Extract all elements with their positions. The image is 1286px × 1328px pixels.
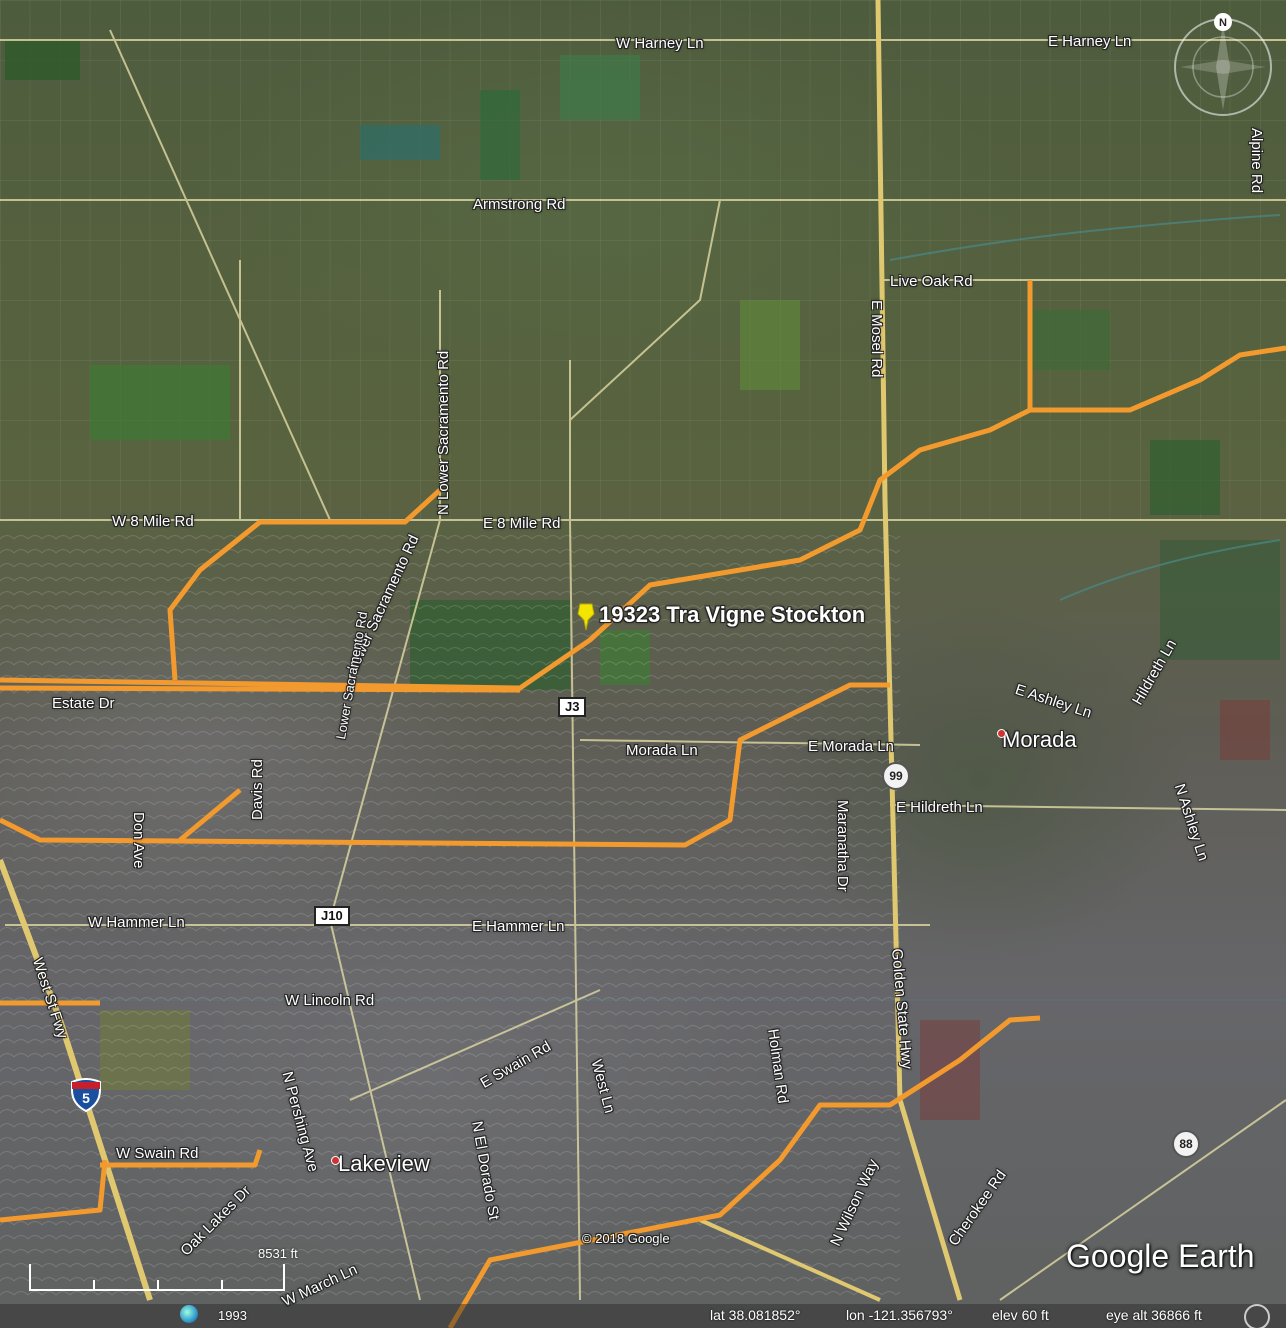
road-label-maranatha: Maranatha Dr <box>834 800 851 892</box>
road-label-morada-ln: Morada Ln <box>626 742 698 759</box>
status-bar <box>0 1304 1286 1328</box>
route-shield-99: 99 <box>882 762 910 790</box>
road-label-davis: Davis Rd <box>249 759 266 820</box>
road-label-w-hammer: W Hammer Ln <box>88 914 185 931</box>
road-label-e-hildreth: E Hildreth Ln <box>896 799 983 816</box>
road-label-e-mosel: E Mosel Rd <box>868 300 885 378</box>
interstate-shield-icon <box>71 1078 101 1113</box>
location-pin-icon[interactable] <box>574 602 598 632</box>
road-label-e-harney: E Harney Ln <box>1048 33 1132 50</box>
zoom-control-icon[interactable] <box>1244 1304 1270 1328</box>
interstate-5-number: 5 <box>82 1090 90 1106</box>
road-label-e-hammer: E Hammer Ln <box>472 918 565 935</box>
route-shield-88: 88 <box>1172 1130 1200 1158</box>
place-label-lakeview: Lakeview <box>338 1151 430 1176</box>
google-earth-logo: Google Earth <box>1066 1238 1255 1274</box>
status-elev: elev 60 ft <box>992 1307 1049 1323</box>
road-label-e-morada-ln: E Morada Ln <box>808 738 894 755</box>
route-shield-j3: J3 <box>558 697 587 718</box>
status-eye-alt: eye alt 36866 ft <box>1106 1307 1202 1323</box>
road-label-w-swain: W Swain Rd <box>116 1145 199 1162</box>
compass-north-label: N <box>1219 17 1227 29</box>
road-label-alpine: Alpine Rd <box>1248 128 1265 194</box>
interstate-5 <box>0 858 153 1301</box>
road-label-e-8-mile: E 8 Mile Rd <box>483 515 561 532</box>
suburb-texture <box>0 525 900 1305</box>
compass-icon[interactable]: N <box>1168 12 1278 122</box>
pin-label[interactable]: 19323 Tra Vigne Stockton <box>599 602 866 627</box>
farmland-texture <box>0 0 1286 520</box>
route-shield-j10: J10 <box>314 906 350 927</box>
place-marker-morada <box>997 729 1006 738</box>
boundaries <box>0 280 1286 1328</box>
roads <box>0 29 1286 1301</box>
highway-4 <box>699 1218 881 1302</box>
road-label-don: Don Ave <box>130 812 147 869</box>
road-label-live-oak: Live Oak Rd <box>890 273 973 290</box>
road-label-estate: Estate Dr <box>52 695 115 712</box>
imagery-year: 1993 <box>218 1308 247 1323</box>
road-label-armstrong: Armstrong Rd <box>473 196 566 213</box>
scale-label: 8531 ft <box>258 1246 298 1261</box>
historical-imagery-icon[interactable] <box>180 1305 198 1323</box>
status-lat: lat 38.081852° <box>710 1307 801 1323</box>
interstate-5-shield: 5 <box>70 1078 102 1117</box>
road-label-n-lower-sacramento: N Lower Sacramento Rd <box>435 350 452 515</box>
road-label-w-8-mile: W 8 Mile Rd <box>112 513 194 530</box>
canals <box>0 214 1286 1001</box>
attribution: © 2018 Google <box>582 1231 670 1246</box>
status-lon: lon -121.356793° <box>846 1307 953 1323</box>
highway-99 <box>875 0 963 1301</box>
scale-bar <box>29 1264 285 1291</box>
place-marker-lakeview <box>331 1156 340 1165</box>
road-label-w-lincoln: W Lincoln Rd <box>285 992 375 1009</box>
place-label-morada: Morada <box>1002 727 1077 752</box>
road-label-w-harney: W Harney Ln <box>616 35 704 52</box>
